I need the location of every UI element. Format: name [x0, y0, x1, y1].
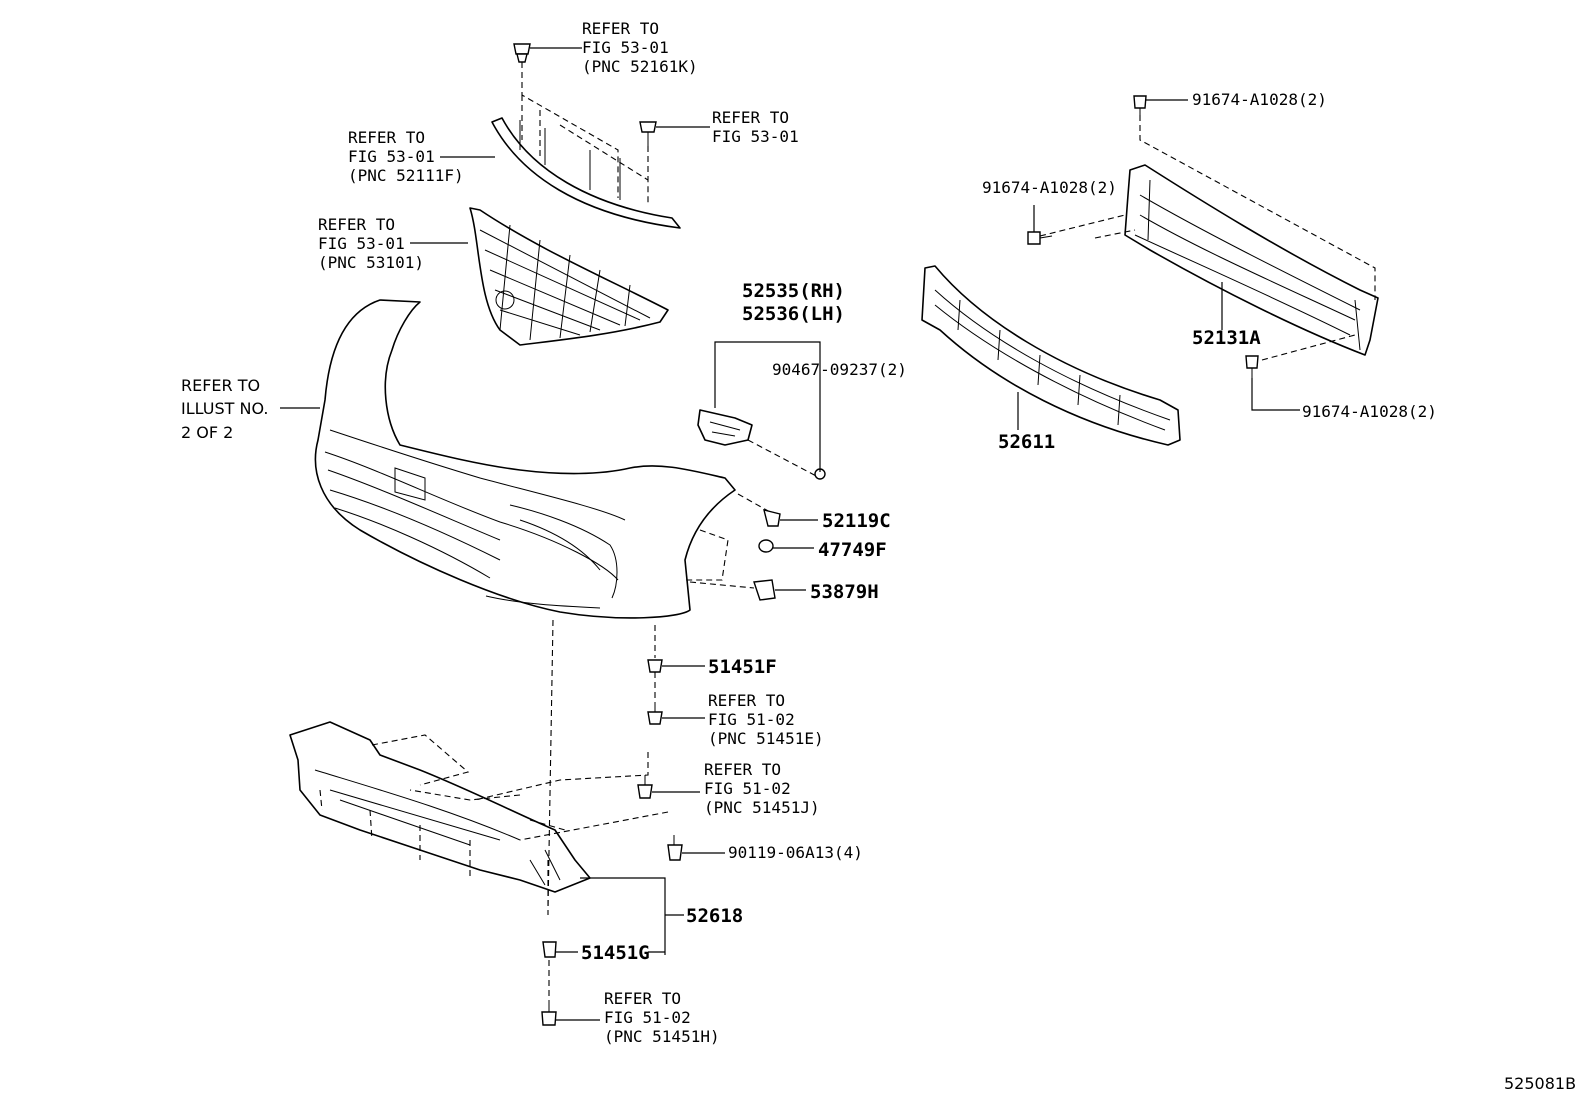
refer-51451e-line1: REFER TO [708, 691, 785, 710]
bolt-91674-bottom [1245, 355, 1300, 411]
engine-under-cover [289, 721, 684, 955]
alignment-line-center [547, 619, 554, 911]
pn-52618: 52618 [686, 905, 743, 927]
screw-51451j [474, 752, 700, 801]
illustration-id: 525081B [1504, 1074, 1576, 1093]
pn-91674-bottom: 91674-A1028(2) [1302, 402, 1437, 421]
refer-53101-line1: REFER TO [318, 215, 395, 234]
refer-53101-line3: (PNC 53101) [318, 253, 424, 272]
refer-illust-line1: REFER TO [181, 376, 260, 395]
refer-52111f-line3: (PNC 52111F) [348, 166, 464, 185]
refer-51451j-line3: (PNC 51451J) [704, 798, 820, 817]
front-bumper-cover [314, 299, 736, 619]
pn-47749f: 47749F [818, 539, 887, 561]
refer-51451j-line1: REFER TO [704, 760, 781, 779]
refer-53101-line2: FIG 53-01 [318, 234, 405, 253]
pn-53879h: 53879H [810, 581, 879, 603]
upper-grille-molding [491, 117, 681, 229]
pn-90119: 90119-06A13(4) [728, 843, 863, 862]
pn-52536: 52536(LH) [742, 303, 845, 325]
pn-51451g: 51451G [581, 942, 650, 964]
pn-52535: 52535(RH) [742, 280, 845, 302]
pn-52119c: 52119C [822, 510, 891, 532]
refer-51451h-line3: (PNC 51451H) [604, 1027, 720, 1046]
screw-top-right [639, 121, 710, 180]
pn-51451f: 51451F [708, 656, 777, 678]
retainer-52119c [737, 493, 818, 527]
refer-51451e-line3: (PNC 51451E) [708, 729, 824, 748]
bolt-91674-left [1027, 205, 1053, 245]
screw-51451h [541, 1000, 600, 1026]
refer-52161k-line2: FIG 53-01 [582, 38, 669, 57]
screw-51451e [647, 702, 705, 725]
fastener-51451g [542, 941, 665, 1000]
refer-51451h-line1: REFER TO [604, 989, 681, 1008]
refer-52111f-line1: REFER TO [348, 128, 425, 147]
refer-illust-line2: ILLUST NO. [181, 399, 268, 418]
refer-screw-line2: FIG 53-01 [712, 127, 799, 146]
energy-absorber [921, 265, 1181, 446]
nut-47749f [686, 529, 814, 581]
pn-91674-top: 91674-A1028(2) [1192, 90, 1327, 109]
leader-52535 [714, 341, 821, 472]
refer-51451h-line2: FIG 51-02 [604, 1008, 691, 1027]
bolt-90119 [519, 811, 725, 861]
bumper-reinforcement [1039, 115, 1379, 361]
refer-52111f-line2: FIG 53-01 [348, 147, 435, 166]
refer-illust-line3: 2 OF 2 [181, 423, 233, 442]
pn-52611: 52611 [998, 431, 1055, 453]
clip-53879h [689, 579, 806, 601]
refer-51451j-line2: FIG 51-02 [704, 779, 791, 798]
clip-top-fastener [513, 43, 649, 205]
refer-52161k-line1: REFER TO [582, 19, 659, 38]
refer-51451e-line2: FIG 51-02 [708, 710, 795, 729]
pn-90467: 90467-09237(2) [772, 360, 907, 379]
radiator-grille [469, 207, 669, 346]
bumper-side-bracket [697, 409, 826, 480]
fastener-51451f [647, 625, 705, 702]
pn-91674-left: 91674-A1028(2) [982, 178, 1117, 197]
refer-52161k-line3: (PNC 52161K) [582, 57, 698, 76]
refer-screw-line1: REFER TO [712, 108, 789, 127]
pn-52131a: 52131A [1192, 327, 1261, 349]
bolt-91674-top [1133, 95, 1188, 115]
